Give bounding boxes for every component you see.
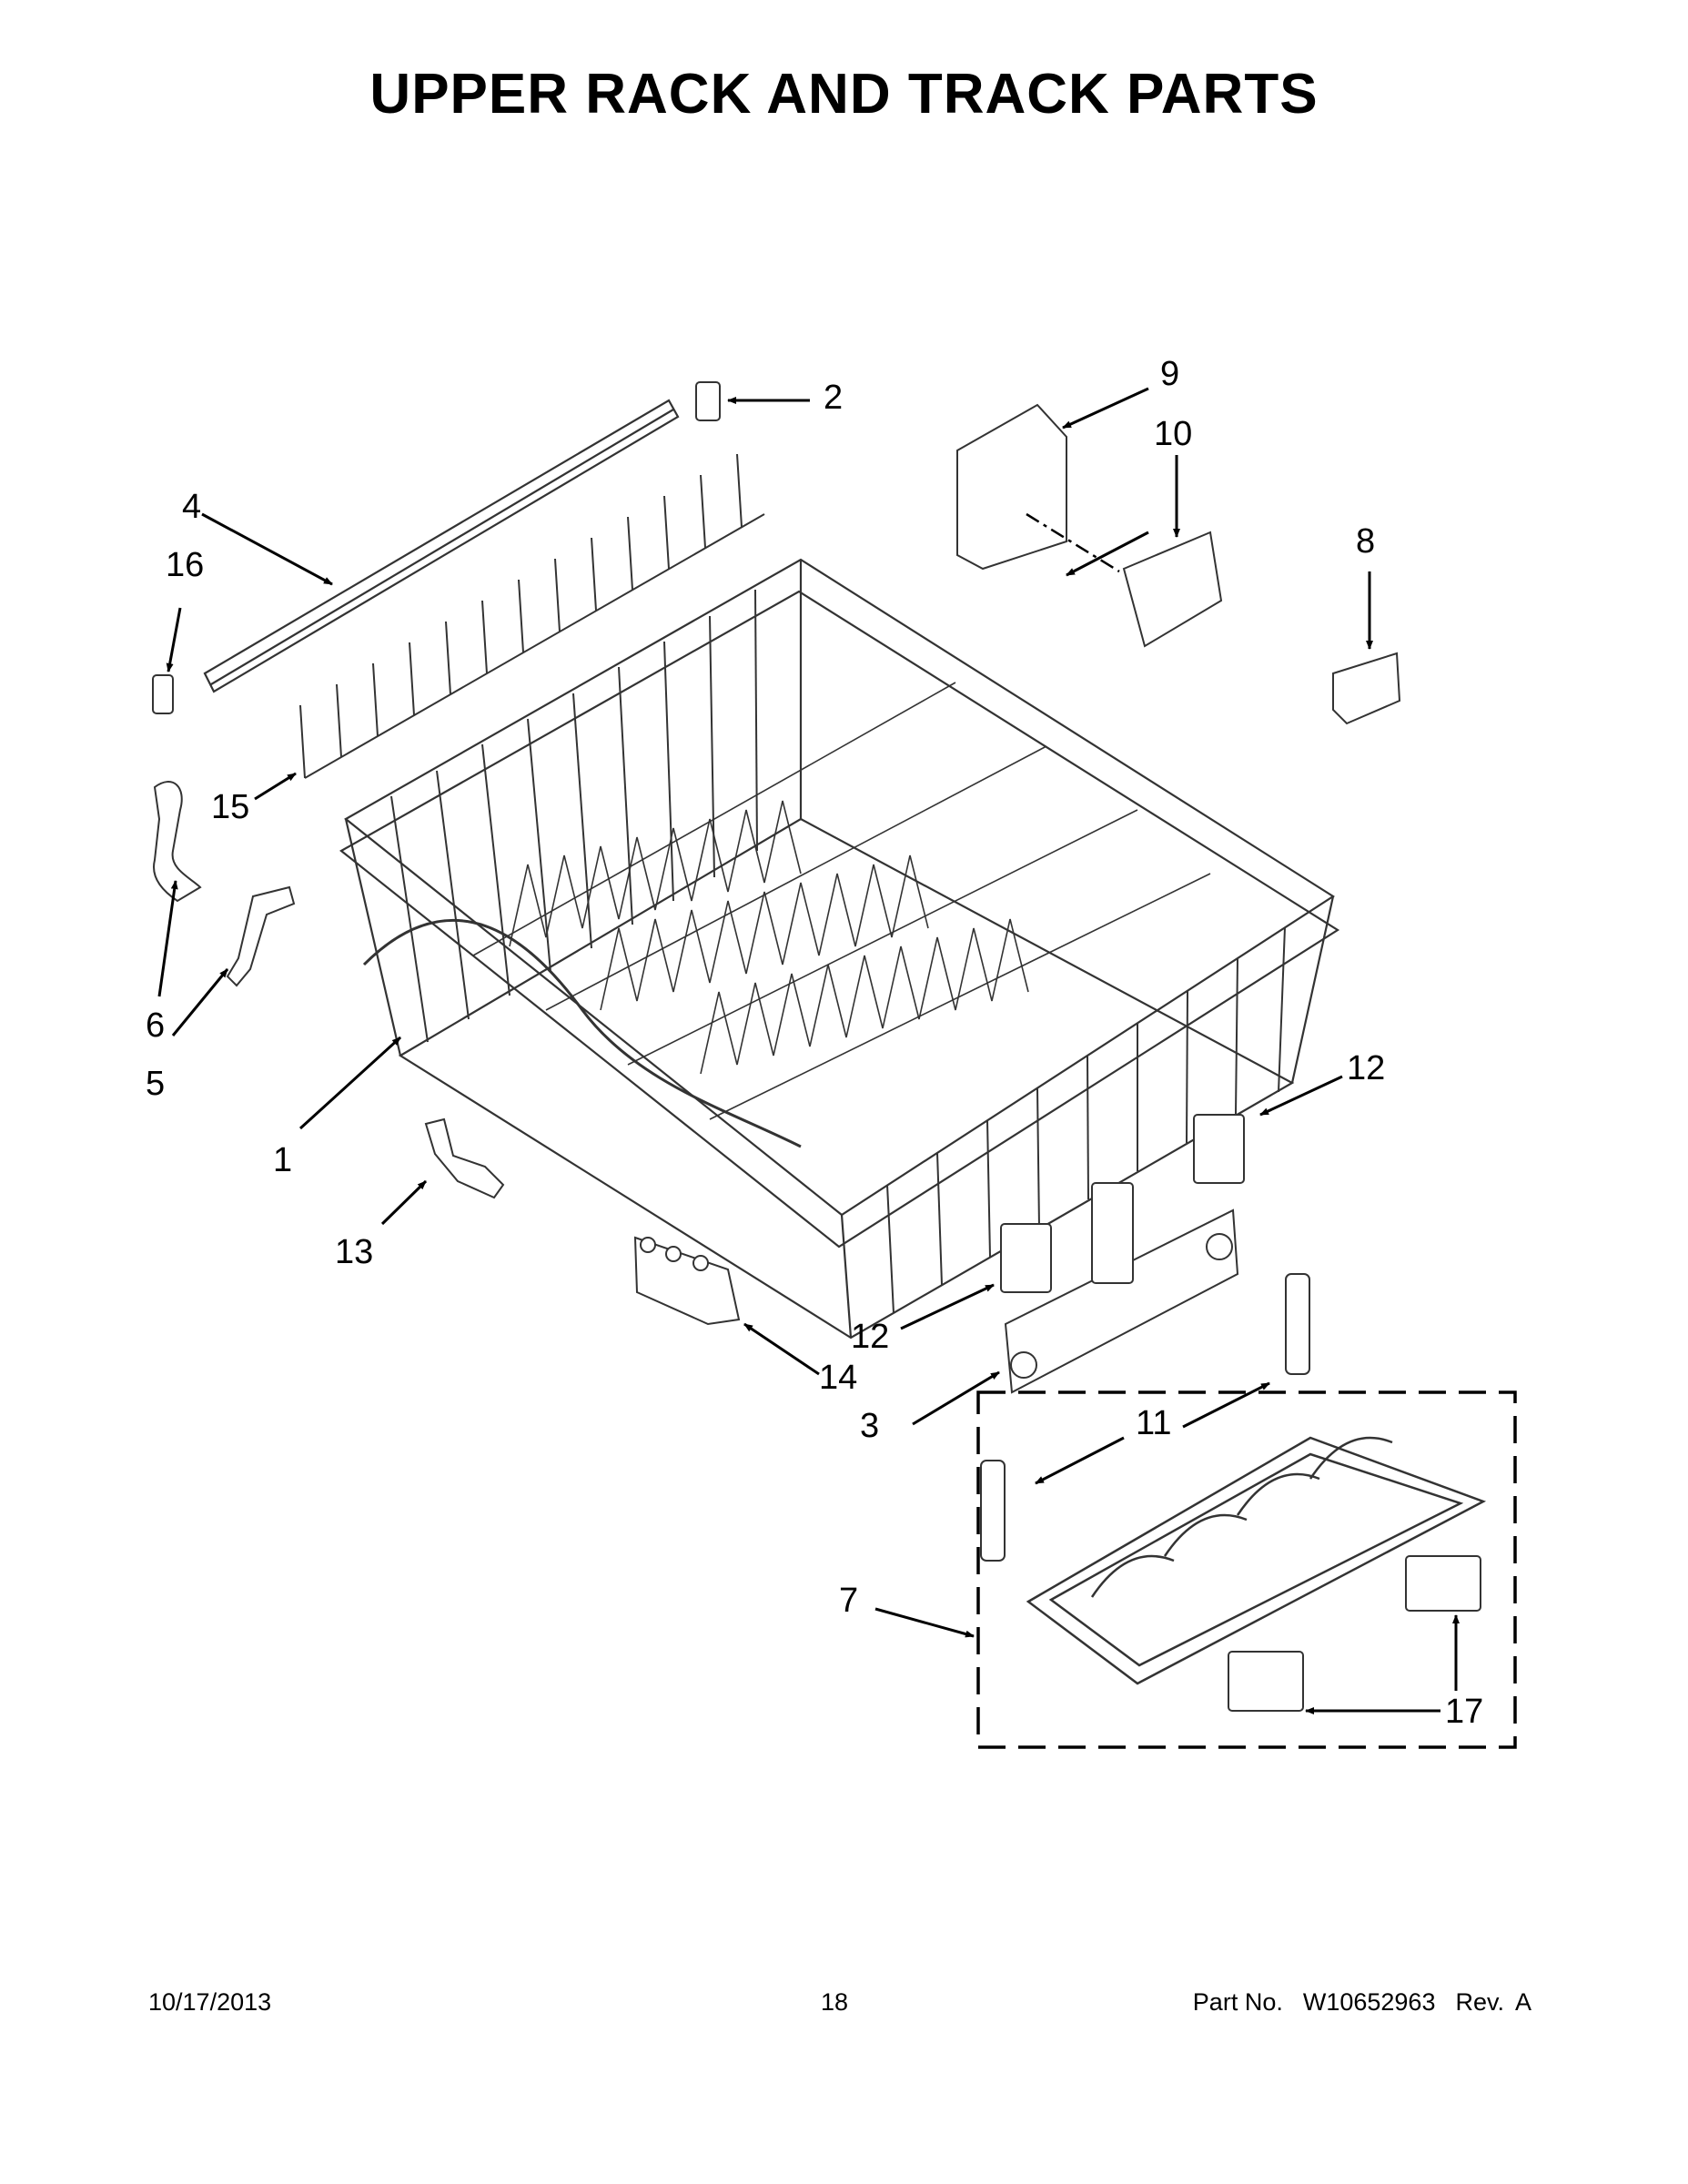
callout-12-upper: 12 bbox=[1347, 1049, 1386, 1087]
track-stop bbox=[152, 674, 174, 714]
wheel-carrier bbox=[633, 1236, 741, 1326]
footer-date: 10/17/2013 bbox=[148, 1988, 272, 2016]
callout-17: 17 bbox=[1445, 1693, 1484, 1731]
page-title: UPPER RACK AND TRACK PARTS bbox=[369, 63, 1319, 126]
track-clip-lower bbox=[980, 1460, 1006, 1562]
callout-11: 11 bbox=[1136, 1404, 1172, 1442]
track-end-cap bbox=[695, 381, 721, 421]
footer-page-number: 18 bbox=[821, 1988, 849, 2016]
callout-4: 4 bbox=[182, 488, 202, 526]
assembly-centerline bbox=[1026, 512, 1120, 573]
cup-shelf bbox=[299, 453, 765, 779]
track-rail bbox=[203, 399, 680, 693]
upper-rack-basket bbox=[339, 558, 1340, 1340]
callout-8: 8 bbox=[1356, 522, 1376, 561]
revision-label: Rev. bbox=[1455, 1988, 1504, 2016]
rack-positioner-left bbox=[1000, 1223, 1052, 1293]
bracket-cover bbox=[1122, 531, 1223, 648]
kit-boundary bbox=[976, 1390, 1517, 1749]
wire-bracket bbox=[956, 403, 1067, 571]
callout-12-lower: 12 bbox=[851, 1318, 890, 1356]
callout-7: 7 bbox=[839, 1582, 859, 1620]
stemware-tray bbox=[1026, 1436, 1487, 1685]
rack-bumper bbox=[226, 885, 296, 987]
callout-15: 15 bbox=[211, 788, 250, 826]
callout-9: 9 bbox=[1160, 355, 1180, 393]
tray-clip-left bbox=[1228, 1651, 1304, 1712]
callout-leaders bbox=[157, 387, 1460, 1714]
footer-part-info: Part No. W10652963 Rev. A bbox=[1193, 1988, 1531, 2017]
callout-5: 5 bbox=[146, 1065, 166, 1103]
callout-10: 10 bbox=[1154, 415, 1193, 453]
rack-positioner-right bbox=[1193, 1114, 1245, 1184]
track-clip-upper bbox=[1285, 1273, 1310, 1375]
callout-1: 1 bbox=[273, 1141, 293, 1179]
callout-2: 2 bbox=[824, 379, 844, 417]
callout-3: 3 bbox=[860, 1407, 880, 1445]
wire-clip bbox=[153, 781, 202, 903]
callout-16: 16 bbox=[166, 546, 205, 584]
callout-6: 6 bbox=[146, 1006, 166, 1045]
tray-clip-right bbox=[1405, 1555, 1481, 1612]
callout-13: 13 bbox=[335, 1233, 374, 1271]
part-number-label: Part No. bbox=[1192, 1988, 1283, 2016]
part-number: W10652963 bbox=[1302, 1988, 1436, 2016]
revision: A bbox=[1514, 1988, 1531, 2016]
height-adjuster bbox=[1004, 1182, 1239, 1394]
callout-14: 14 bbox=[819, 1359, 858, 1397]
rack-clip bbox=[1332, 652, 1401, 725]
rack-bracket bbox=[424, 1117, 505, 1199]
